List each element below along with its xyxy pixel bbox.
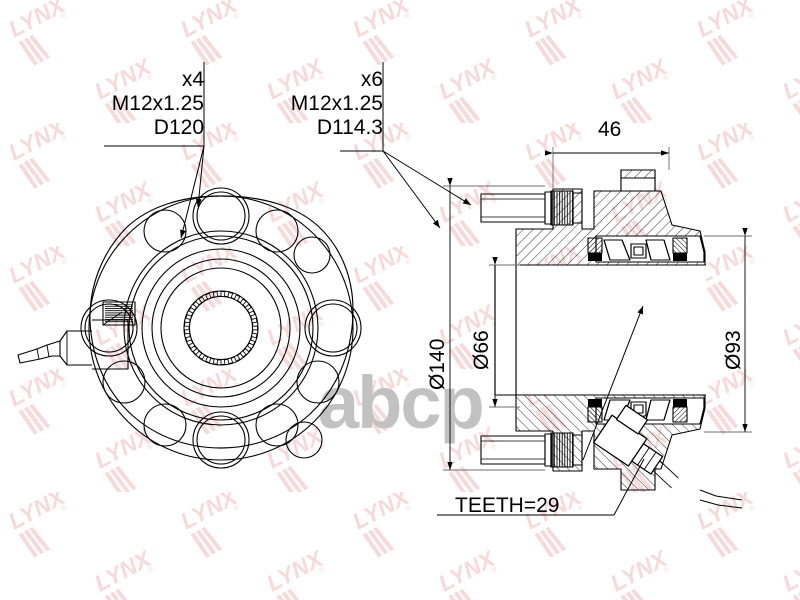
rim-fill [494, 264, 517, 396]
stud-shoulder [544, 433, 552, 467]
leader-teeth [437, 458, 645, 516]
roller-line [645, 239, 671, 261]
cable-b [652, 470, 672, 489]
bearing-row-upper [587, 235, 705, 263]
sensor-neck-line [615, 404, 649, 435]
bolt-hole [102, 360, 146, 404]
flange-body-outline [89, 195, 354, 449]
front-face-view [17, 62, 362, 469]
hub-ring-3 [141, 248, 301, 408]
callout-x6-line3: D114.3 [316, 116, 383, 139]
leader-hub-pointer [582, 305, 644, 461]
bolt-hole [255, 209, 299, 253]
stud-holes-group [80, 187, 362, 469]
roller-line [645, 399, 671, 421]
abs-sensor-front [17, 301, 136, 370]
callout-x4-line1: x4 [181, 68, 204, 91]
spacer-core [633, 404, 644, 414]
cable-seg-2 [36, 348, 40, 360]
leader-x6-arrow-1 [382, 150, 472, 206]
dimension-66-label: Ø66 [470, 330, 493, 370]
leader-x6-arrow-2 [382, 150, 441, 229]
stud-hole-inner [196, 191, 246, 241]
stud-hole [192, 187, 250, 245]
bolt-boss [293, 236, 331, 274]
spline-teeth-profile [184, 291, 258, 365]
sensor-cable [17, 340, 61, 364]
leader-to-stud [195, 145, 205, 208]
spacer [630, 243, 647, 259]
dimension-46-label: 46 [598, 118, 622, 141]
stud-shoulder [544, 191, 552, 225]
seals-lower [587, 399, 688, 423]
stud-hole [304, 299, 362, 357]
spacer-core [633, 246, 644, 256]
sensor-ring-window [102, 301, 136, 326]
hub-pointer [582, 305, 644, 461]
spline-root-circle [188, 295, 254, 361]
bolt-hole [143, 403, 187, 447]
sensor-ring-hatch [105, 304, 133, 323]
leader-x4 [104, 62, 205, 239]
dimension-140-label: Ø140 [426, 338, 449, 390]
abs-sensor-section [593, 404, 743, 509]
callout-x6-line1: x6 [360, 68, 383, 91]
dimension-93-label: Ø93 [722, 330, 745, 370]
callout-x4-line2: M12x1.25 [111, 92, 204, 115]
sensor-ring-diag [102, 311, 123, 326]
stud-shank [480, 193, 546, 223]
bolt-holes-group [102, 209, 340, 447]
cable-a [659, 460, 679, 479]
spline-outer-circle [183, 290, 259, 366]
bolt-hole [296, 360, 340, 404]
hub-ring-4 [151, 258, 291, 398]
hub-ring-5 [160, 267, 282, 389]
dimension-lines [443, 147, 752, 471]
stud-hole [192, 411, 250, 469]
flange-rim-section [494, 264, 517, 396]
stud-hole-inner [196, 415, 246, 465]
hub-ring-1 [123, 230, 319, 426]
spacer-line [630, 243, 647, 259]
central-bore-fill [516, 265, 706, 395]
hub-ring-2 [128, 235, 314, 421]
bolt-hole [143, 209, 187, 253]
leader-x6 [340, 62, 472, 229]
boss-bore-hatch [621, 170, 655, 178]
bolt-boss-group [285, 236, 331, 459]
callout-x6-line2: M12x1.25 [290, 92, 383, 115]
spline-teeth-ticks [184, 291, 258, 365]
stud-hole [80, 299, 138, 357]
callout-x4-line3: D120 [153, 116, 204, 139]
sensor-plug-line [631, 443, 664, 475]
sensor-connector [59, 330, 92, 366]
roller-line [603, 239, 631, 261]
cross-section-view [340, 62, 743, 516]
teeth-label: TEETH=29 [455, 494, 560, 517]
cable-seg-1 [46, 344, 50, 358]
rollers-upper [603, 239, 671, 261]
bolt-boss [285, 421, 323, 459]
leader-to-face [180, 145, 205, 239]
sensor-wire-2 [699, 499, 743, 509]
stud-shank [480, 435, 546, 465]
seals-upper [587, 237, 688, 261]
bolt-hole [255, 403, 299, 447]
stud-hole-inner [308, 303, 358, 353]
teeth-leader [613, 458, 645, 516]
sensor-wire [699, 489, 743, 501]
